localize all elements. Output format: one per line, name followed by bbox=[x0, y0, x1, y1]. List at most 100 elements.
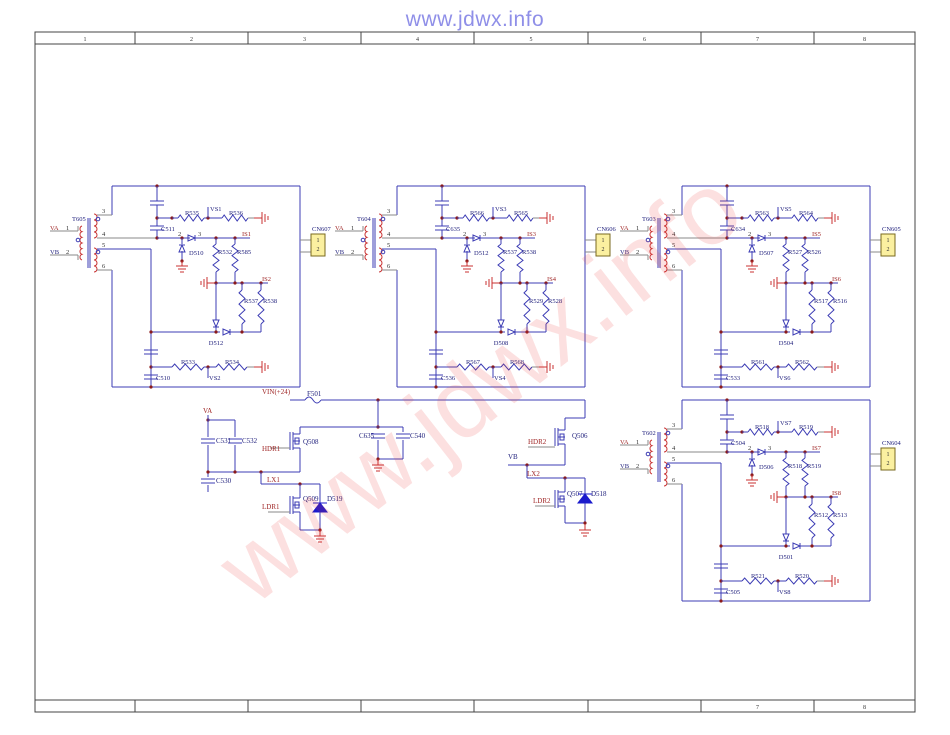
net-label-vin: VIN(+24) bbox=[262, 388, 291, 396]
junction-dot bbox=[240, 330, 244, 334]
resistor-label: R563 bbox=[755, 210, 769, 217]
junction-dot bbox=[233, 470, 237, 474]
net-label-lx1: LX1 bbox=[267, 476, 280, 484]
net-label-va: VA bbox=[203, 407, 212, 415]
resistor-label: R532 bbox=[218, 249, 232, 256]
mosfet-icon bbox=[559, 495, 565, 503]
resistor bbox=[801, 457, 809, 487]
resistor bbox=[171, 363, 205, 371]
pin-number: 2 bbox=[636, 463, 639, 470]
resistor-label: R567 bbox=[466, 359, 481, 366]
diode bbox=[757, 448, 767, 456]
resistor-label: R564 bbox=[799, 210, 814, 217]
pin-number: 1 bbox=[351, 225, 354, 232]
capacitor-label: C536 bbox=[441, 375, 456, 382]
junction-dot bbox=[149, 330, 153, 334]
pin-number: 3 bbox=[198, 231, 201, 238]
junction-dot bbox=[206, 365, 210, 369]
connector-label: CN604 bbox=[882, 440, 902, 447]
diode-label: D501 bbox=[779, 554, 793, 561]
diode bbox=[748, 457, 756, 467]
net-label: VS3 bbox=[495, 206, 507, 213]
fuse-icon bbox=[304, 396, 322, 404]
net-label-vb: VB bbox=[508, 453, 518, 461]
connector bbox=[310, 233, 326, 257]
mosfet-icon bbox=[559, 433, 565, 441]
capacitor-label: C504 bbox=[731, 440, 746, 447]
resistor-label: R519 bbox=[807, 463, 821, 470]
resistor-label: R535 bbox=[185, 210, 199, 217]
resistor bbox=[785, 363, 818, 371]
resistor bbox=[506, 214, 534, 222]
transformer-label: T605 bbox=[72, 216, 86, 223]
net-label: IS7 bbox=[812, 445, 822, 452]
diode bbox=[757, 234, 767, 242]
transformer-winding bbox=[79, 225, 84, 261]
resistor-label: R529 bbox=[529, 298, 543, 305]
junction-dot bbox=[434, 385, 438, 389]
resistor bbox=[238, 289, 246, 325]
pin-number: 6 bbox=[672, 477, 676, 484]
polarity-dot bbox=[95, 216, 101, 222]
resistor bbox=[516, 243, 524, 273]
resistor bbox=[747, 428, 775, 436]
pin-number: 5 bbox=[387, 242, 390, 249]
resistor bbox=[791, 214, 819, 222]
net-label-hdr2: HDR2 bbox=[528, 438, 547, 446]
column-number: 4 bbox=[416, 37, 419, 43]
resistor bbox=[215, 363, 248, 371]
resistor-label: R534 bbox=[225, 359, 240, 366]
resistor-label: R565 bbox=[514, 210, 528, 217]
transformer-label: T603 bbox=[642, 216, 656, 223]
resistor-label: R512 bbox=[814, 512, 828, 519]
capacitor-label: C635 bbox=[359, 432, 375, 440]
net-label: IS4 bbox=[547, 276, 557, 283]
resistor bbox=[782, 457, 790, 487]
pin-number: 2 bbox=[748, 231, 751, 238]
polarity-dot bbox=[645, 451, 651, 457]
pin-number: 4 bbox=[672, 445, 676, 452]
diode bbox=[497, 319, 505, 329]
resistor bbox=[741, 363, 775, 371]
net-label: VS7 bbox=[780, 420, 792, 427]
capacitor-label: C532 bbox=[242, 437, 258, 445]
polarity-dot bbox=[665, 463, 671, 469]
pin-number: 3 bbox=[102, 208, 105, 215]
junction-dot bbox=[583, 521, 587, 525]
net-label-ldr2: LDR2 bbox=[533, 497, 551, 505]
resistor bbox=[808, 503, 816, 539]
net-label: VS4 bbox=[494, 375, 506, 382]
resistor-label: R561 bbox=[751, 359, 765, 366]
junction-dot bbox=[719, 330, 723, 334]
net-label-va: VA bbox=[620, 439, 629, 446]
resistor-label: R566 bbox=[470, 210, 485, 217]
resistor bbox=[456, 363, 490, 371]
resistor bbox=[827, 289, 835, 325]
diode bbox=[792, 328, 802, 336]
diode-label: D518 bbox=[591, 490, 607, 498]
resistor bbox=[808, 289, 816, 325]
junction-dot bbox=[784, 330, 788, 334]
resistor-label: R527 bbox=[788, 249, 803, 256]
connector bbox=[880, 447, 896, 471]
column-number: 8 bbox=[863, 705, 866, 711]
capacitor-label: C634 bbox=[731, 226, 746, 233]
connector-pin: 1 bbox=[602, 238, 605, 244]
diode bbox=[463, 243, 471, 253]
polarity-dot bbox=[95, 249, 101, 255]
mosfet-label: Q508 bbox=[303, 438, 319, 446]
polarity-dot bbox=[75, 237, 81, 243]
junction-dot bbox=[434, 330, 438, 334]
pin-number: 2 bbox=[66, 249, 69, 256]
connector-label: CN605 bbox=[882, 226, 901, 233]
polarity-dot bbox=[380, 249, 386, 255]
connector-pin: 1 bbox=[887, 238, 890, 244]
connector-label: CN606 bbox=[597, 226, 617, 233]
junction-dot bbox=[719, 385, 723, 389]
pin-number: 3 bbox=[387, 208, 390, 215]
net-label-vb: VB bbox=[620, 249, 630, 256]
pin-number: 4 bbox=[672, 231, 676, 238]
